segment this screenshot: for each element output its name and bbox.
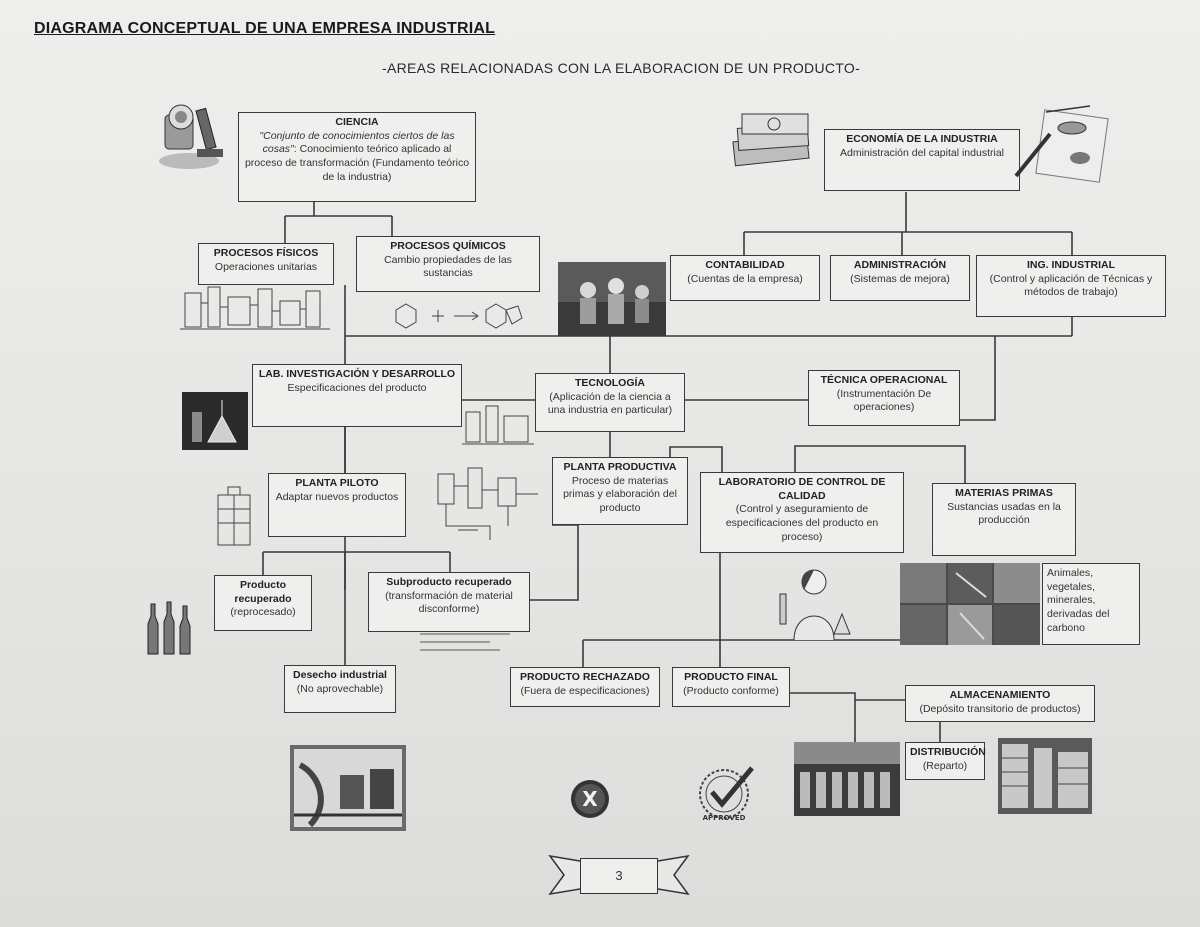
node-tecnologia: TECNOLOGÍA (Aplicación de la ciencia a u… xyxy=(535,373,685,432)
node-planta-piloto-text: Adaptar nuevos productos xyxy=(275,490,399,503)
node-administracion-title: ADMINISTRACIÓN xyxy=(853,259,947,271)
node-contabilidad: CONTABILIDAD (Cuentas de la empresa) xyxy=(670,255,820,301)
flow-sheet-drawing xyxy=(437,467,538,540)
node-tecnica-operacional: TÉCNICA OPERACIONAL (Instrumentación De … xyxy=(808,370,960,426)
node-planta-productiva-text: Proceso de materias primas y elaboración… xyxy=(563,474,677,514)
page-subtitle: -AREAS RELACIONADAS CON LA ELABORACION D… xyxy=(382,60,861,76)
node-almacenamiento-title: ALMACENAMIENTO xyxy=(949,689,1051,701)
node-lab-control-title: LABORATORIO DE CONTROL DE CALIDAD xyxy=(718,476,886,502)
node-producto-rechazado: PRODUCTO RECHAZADO (Fuera de especificac… xyxy=(510,667,660,707)
node-administracion-text: (Sistemas de mejora) xyxy=(850,272,950,285)
node-distribucion-text: (Reparto) xyxy=(922,759,968,772)
node-tecnica-operacional-title: TÉCNICA OPERACIONAL xyxy=(820,374,948,386)
node-producto-recuperado-title: Producto recuperado xyxy=(234,579,292,605)
warehouse-photo xyxy=(794,742,900,816)
raw-materials-photo xyxy=(900,563,1040,645)
node-tecnologia-text: (Aplicación de la ciencia a una industri… xyxy=(547,390,673,417)
node-ing-industrial-title: ING. INDUSTRIAL xyxy=(1026,259,1116,271)
money-illustration xyxy=(732,113,810,167)
microscope-illustration xyxy=(159,104,223,169)
node-procesos-quimicos-title: PROCESOS QUÍMICOS xyxy=(390,240,506,252)
node-economia-text: Administración del capital industrial xyxy=(840,146,1004,159)
node-subproducto-title: Subproducto recuperado xyxy=(386,576,512,588)
node-producto-recuperado-text: (reprocesado) xyxy=(230,606,296,619)
node-materias-ejemplos: Animales, vegetales, minerales, derivada… xyxy=(1042,563,1140,645)
distribution-photo xyxy=(998,738,1092,814)
node-almacenamiento: ALMACENAMIENTO (Depósito transitorio de … xyxy=(905,685,1095,722)
node-materias-primas-text: Sustancias usadas en la producción xyxy=(947,500,1061,527)
process-plant-drawing xyxy=(180,286,330,330)
node-lab-investigacion-title: LAB. INVESTIGACIÓN Y DESARROLLO xyxy=(258,368,456,380)
node-ing-industrial: ING. INDUSTRIAL (Control y aplicación de… xyxy=(976,255,1166,317)
node-ing-industrial-text: (Control y aplicación de Técnicas y méto… xyxy=(989,272,1153,299)
bottles-illustration xyxy=(147,601,191,655)
node-lab-investigacion: LAB. INVESTIGACIÓN Y DESARROLLO Especifi… xyxy=(252,364,462,427)
node-lab-control-text: (Control y aseguramiento de especificaci… xyxy=(725,503,879,543)
page-title: DIAGRAMA CONCEPTUAL DE UNA EMPRESA INDUS… xyxy=(34,20,496,37)
node-planta-piloto: PLANTA PILOTO Adaptar nuevos productos xyxy=(268,473,406,537)
node-lab-investigacion-text: Especificaciones del producto xyxy=(287,381,427,394)
node-contabilidad-text: (Cuentas de la empresa) xyxy=(687,272,803,285)
page-number: 3 xyxy=(580,858,658,894)
node-ciencia-title: CIENCIA xyxy=(335,116,379,128)
scientist-illustration xyxy=(779,569,851,641)
node-procesos-fisicos-title: PROCESOS FÍSICOS xyxy=(213,247,319,259)
node-producto-final: PRODUCTO FINAL (Producto conforme) xyxy=(672,667,790,707)
node-procesos-quimicos-text: Cambio propiedades de las sustancias xyxy=(384,253,512,280)
node-materias-ejemplos-text: Animales, vegetales, minerales, derivada… xyxy=(1047,567,1110,634)
node-procesos-fisicos: PROCESOS FÍSICOS Operaciones unitarias xyxy=(198,243,334,285)
node-administracion: ADMINISTRACIÓN (Sistemas de mejora) xyxy=(830,255,970,301)
node-distribucion-title: DISTRIBUCIÓN xyxy=(910,746,986,758)
node-economia: ECONOMÍA DE LA INDUSTRIA Administración … xyxy=(824,129,1020,191)
node-desecho-text: (No aprovechable) xyxy=(296,682,384,695)
node-producto-recuperado: Producto recuperado (reprocesado) xyxy=(214,575,312,631)
finance-chart-illustration xyxy=(1014,105,1109,183)
node-rechazado-text: (Fuera de especificaciones) xyxy=(520,684,650,697)
node-tecnica-operacional-text: (Instrumentación De operaciones) xyxy=(836,387,932,414)
approved-stamp-icon: APPROVED xyxy=(699,766,754,822)
node-lab-control-calidad: LABORATORIO DE CONTROL DE CALIDAD (Contr… xyxy=(700,472,904,553)
node-ciencia: CIENCIA "Conjunto de conocimientos ciert… xyxy=(238,112,476,202)
node-contabilidad-title: CONTABILIDAD xyxy=(705,259,785,271)
node-procesos-quimicos: PROCESOS QUÍMICOS Cambio propiedades de … xyxy=(356,236,540,292)
node-ciencia-quote: "Conjunto de conocimientos ciertos de la… xyxy=(259,129,455,156)
node-final-text: (Producto conforme) xyxy=(683,684,779,697)
node-final-title: PRODUCTO FINAL xyxy=(684,671,778,683)
node-materias-primas-title: MATERIAS PRIMAS xyxy=(955,487,1053,499)
node-materias-primas: MATERIAS PRIMAS Sustancias usadas en la … xyxy=(932,483,1076,556)
workers-photo xyxy=(558,262,666,336)
chemical-formula-drawing xyxy=(395,303,523,329)
lab-flasks-photo xyxy=(182,392,248,450)
node-subproducto-text: (transformación de material disconforme) xyxy=(385,589,513,616)
building-drawing xyxy=(217,486,251,546)
node-economia-title: ECONOMÍA DE LA INDUSTRIA xyxy=(846,133,998,145)
approved-stamp-text: APPROVED xyxy=(703,814,746,822)
node-almacenamiento-text: (Depósito transitorio de productos) xyxy=(919,702,1081,715)
node-procesos-fisicos-text: Operaciones unitarias xyxy=(214,260,318,273)
node-subproducto: Subproducto recuperado (transformación d… xyxy=(368,572,530,632)
node-ciencia-text: : Conocimiento teórico aplicado al proce… xyxy=(244,143,470,183)
node-desecho: Desecho industrial (No aprovechable) xyxy=(284,665,396,713)
reject-icon: X xyxy=(571,780,609,818)
node-planta-productiva: PLANTA PRODUCTIVA Proceso de materias pr… xyxy=(552,457,688,525)
node-rechazado-title: PRODUCTO RECHAZADO xyxy=(520,671,650,683)
node-tecnologia-title: TECNOLOGÍA xyxy=(575,377,645,389)
node-desecho-title: Desecho industrial xyxy=(293,669,387,681)
node-planta-productiva-title: PLANTA PRODUCTIVA xyxy=(563,461,677,473)
node-distribucion: DISTRIBUCIÓN (Reparto) xyxy=(905,742,986,780)
reactor-drawing xyxy=(462,405,534,445)
reject-symbol: X xyxy=(582,787,598,811)
waste-illustration xyxy=(290,745,406,831)
subproduct-drawing xyxy=(420,633,510,651)
node-planta-piloto-title: PLANTA PILOTO xyxy=(295,477,379,489)
